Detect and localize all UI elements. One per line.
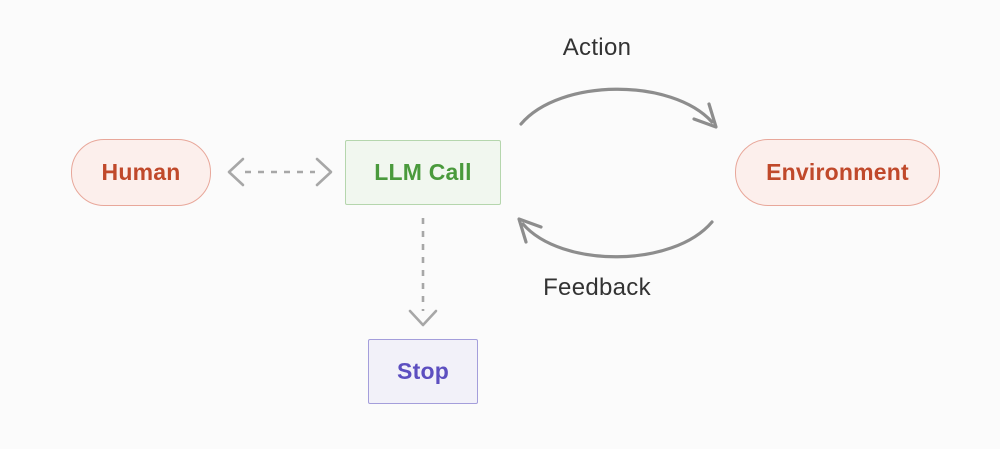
node-llm-call-label: LLM Call (374, 159, 472, 185)
edge-action (519, 87, 718, 129)
edge-human-llm (227, 157, 333, 187)
node-environment-label: Environment (766, 159, 909, 185)
edge-label-action: Action (562, 34, 632, 61)
edge-label-feedback: Feedback (543, 274, 651, 301)
feedback-arc-path (521, 220, 714, 259)
node-stop-label: Stop (397, 358, 449, 384)
edge-feedback (517, 217, 714, 259)
action-arc-path (519, 87, 714, 126)
node-human-label: Human (101, 159, 181, 185)
node-human[interactable]: Human (71, 139, 211, 206)
node-llm-call[interactable]: LLM Call (345, 140, 501, 205)
llm-stop-arrowhead-icon (408, 309, 438, 327)
feedback-arrowhead-icon (517, 217, 543, 244)
human-llm-left-arrowhead-icon (227, 157, 245, 187)
action-arrowhead-icon (692, 102, 718, 129)
human-llm-right-arrowhead-icon (315, 157, 333, 187)
edge-llm-stop (408, 218, 438, 327)
node-stop[interactable]: Stop (368, 339, 478, 404)
node-environment[interactable]: Environment (735, 139, 940, 206)
